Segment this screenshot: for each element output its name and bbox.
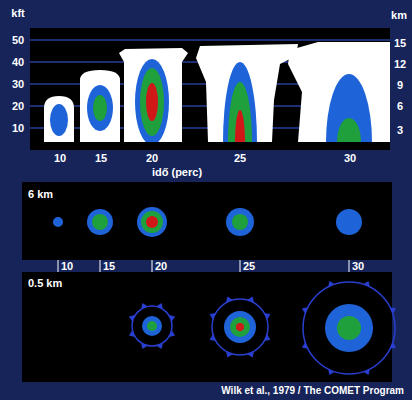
front-triangle xyxy=(226,352,232,358)
front-triangle xyxy=(247,352,253,358)
front-triangle xyxy=(156,303,162,309)
front-triangle xyxy=(328,281,334,287)
km-value: 3 xyxy=(397,125,403,136)
time-value: 25 xyxy=(234,153,246,164)
source-credit: Wilk et al., 1979 / The COMET Program xyxy=(221,386,404,396)
front-triangle xyxy=(265,334,271,340)
front-triangle xyxy=(129,330,135,336)
front-triangle xyxy=(302,307,308,313)
kft-value: 20 xyxy=(12,101,24,112)
front-triangle xyxy=(390,342,396,348)
half-km-echoes xyxy=(132,282,395,374)
kft-value: 50 xyxy=(12,35,24,46)
tick-value: 20 xyxy=(155,261,167,272)
km-value: 12 xyxy=(394,59,406,70)
front-triangle xyxy=(169,330,175,336)
front-triangle xyxy=(247,297,253,303)
km-value: 9 xyxy=(397,80,403,91)
axis-title: idő (perc) xyxy=(152,167,202,178)
kft-value: 10 xyxy=(12,123,24,134)
front-triangle xyxy=(363,369,369,375)
front-triangle xyxy=(129,315,135,321)
six-km-echoes xyxy=(53,207,362,237)
front-triangle xyxy=(328,369,334,375)
half-km-panel xyxy=(22,272,392,382)
front-triangle xyxy=(210,313,216,319)
front-triangle xyxy=(210,334,216,340)
km-value: 6 xyxy=(397,101,403,112)
front-triangle xyxy=(390,307,396,313)
time-ticks xyxy=(58,260,349,272)
front-triangle xyxy=(141,343,147,349)
front-triangle xyxy=(226,297,232,303)
storm-cells xyxy=(44,42,390,142)
km-value: 15 xyxy=(394,38,406,49)
front-triangle xyxy=(265,313,271,319)
tick-value: 15 xyxy=(103,261,115,272)
front-triangle xyxy=(156,343,162,349)
time-value: 15 xyxy=(95,153,107,164)
front-triangle xyxy=(141,303,147,309)
time-value: 10 xyxy=(54,153,66,164)
time-value: 20 xyxy=(146,153,158,164)
axis-unit: kft xyxy=(11,8,24,19)
panel-title: 6 km xyxy=(28,189,53,200)
tick-value: 30 xyxy=(352,261,364,272)
tick-value: 25 xyxy=(243,261,255,272)
front-triangle xyxy=(302,342,308,348)
kft-value: 40 xyxy=(12,57,24,68)
panel-title: 0.5 km xyxy=(28,278,62,289)
gust-front-triangles xyxy=(129,281,396,375)
front-triangle xyxy=(169,315,175,321)
axis-unit: km xyxy=(391,10,407,21)
kft-value: 30 xyxy=(12,79,24,90)
six-km-panel xyxy=(22,182,392,260)
front-triangle xyxy=(363,281,369,287)
time-value: 30 xyxy=(344,153,356,164)
tick-value: 10 xyxy=(61,261,73,272)
